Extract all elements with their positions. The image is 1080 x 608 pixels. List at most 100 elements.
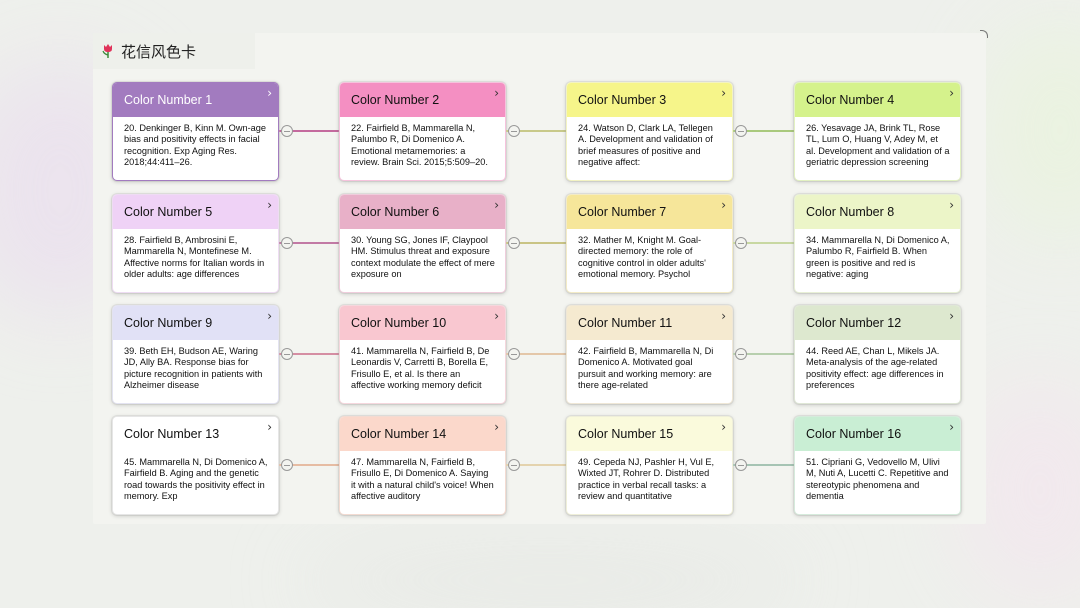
card-connector-line bbox=[506, 464, 566, 466]
color-card-reference: 28. Fairfield B, Ambrosini E, Mammarella… bbox=[124, 235, 265, 280]
color-card-title: Color Number 15 bbox=[578, 427, 674, 441]
color-card-header: Color Number 7 › bbox=[567, 195, 732, 229]
color-card-header: Color Number 5 › bbox=[113, 195, 278, 229]
color-card-reference: 20. Denkinger B, Kinn M. Own-age bias an… bbox=[124, 123, 266, 168]
color-card-reference: 34. Mammarella N, Di Domenico A, Palumbo… bbox=[806, 235, 950, 280]
card-connector-line bbox=[279, 130, 339, 132]
connector-node-icon bbox=[508, 459, 520, 471]
color-card[interactable]: Color Number 13›45. Mammarella N, Di Dom… bbox=[112, 416, 279, 515]
card-connector-line bbox=[733, 242, 794, 244]
color-card-title: Color Number 4 bbox=[806, 93, 895, 107]
color-card[interactable]: Color Number 7 › 32. Mather M, Knight M. G… bbox=[566, 194, 733, 293]
color-card-title: Color Number 9 bbox=[124, 316, 213, 330]
color-card[interactable]: Color Number 1 › 20. Denkinger B, Kinn M. … bbox=[112, 82, 279, 181]
color-card-header: Color Number 2› bbox=[340, 83, 505, 117]
color-card-title: Color Number 16 bbox=[806, 427, 902, 441]
color-card[interactable]: Color Number 11 › 42. Fairfield B, Mammare… bbox=[566, 305, 733, 404]
color-card-title: Color Number 14 bbox=[351, 427, 447, 441]
color-card-header: Color Number 15 › bbox=[567, 417, 732, 451]
color-card-reference: 32. Mather M, Knight M. Goal-directed me… bbox=[578, 235, 706, 280]
color-card-reference: 30. Young SG, Jones IF, Claypool HM. Sti… bbox=[351, 235, 495, 280]
color-card[interactable]: Color Number 12 › 44. Reed AE, Chan L, Mik… bbox=[794, 305, 961, 404]
color-card[interactable]: Color Number 14 › 47. Mammarella N, Fairfi… bbox=[339, 416, 506, 515]
card-connector-line bbox=[506, 242, 566, 244]
chevron-right-icon[interactable]: › bbox=[267, 86, 272, 100]
chevron-right-icon[interactable]: › bbox=[494, 198, 499, 212]
color-card[interactable]: Color Number 3 › 24. Watson D, Clark LA, T… bbox=[566, 82, 733, 181]
color-card-reference: 44. Reed AE, Chan L, Mikels JA. Meta-ana… bbox=[806, 346, 944, 391]
color-card-reference: 49. Cepeda NJ, Pashler H, Vul E, Wixted … bbox=[578, 457, 715, 502]
color-card-header: Color Number 6 › bbox=[340, 195, 505, 229]
color-card[interactable]: Color Number 16›51. Cipriani G, Vedovell… bbox=[794, 416, 961, 515]
color-card-title: Color Number 3 bbox=[578, 93, 667, 107]
color-card[interactable]: Color Number 5 › 28. Fairfield B, Ambrosin… bbox=[112, 194, 279, 293]
chevron-right-icon[interactable]: › bbox=[949, 309, 954, 323]
color-card-title: Color Number 12 bbox=[806, 316, 902, 330]
color-card-reference: 26. Yesavage JA, Brink TL, Rose TL, Lum … bbox=[806, 123, 950, 168]
color-card-header: Color Number 14 › bbox=[340, 417, 505, 451]
color-card-reference: 47. Mammarella N, Fairfield B, Frisullo … bbox=[351, 457, 494, 502]
color-card-reference: 42. Fairfield B, Mammarella N, Di Domeni… bbox=[578, 346, 714, 391]
chevron-right-icon[interactable]: › bbox=[721, 198, 726, 212]
card-connector-line bbox=[733, 464, 794, 466]
color-card-title: Color Number 11 bbox=[578, 316, 673, 330]
connector-node-icon bbox=[508, 125, 520, 137]
page-title-tab: 花信风色卡 bbox=[93, 33, 255, 69]
color-card-title: Color Number 13 bbox=[124, 427, 220, 441]
chevron-right-icon[interactable]: › bbox=[494, 420, 499, 434]
chevron-right-icon[interactable]: › bbox=[721, 309, 726, 323]
color-card[interactable]: Color Number 2› 22. Fairfield B, Mammarel… bbox=[339, 82, 506, 181]
color-card-header: Color Number 8 › bbox=[795, 195, 960, 229]
color-card-header: Color Number 13 › bbox=[113, 417, 278, 451]
color-card[interactable]: Color Number 6 › 30. Young SG, Jones IF, C… bbox=[339, 194, 506, 293]
color-card-title: Color Number 1 bbox=[124, 93, 213, 107]
chevron-right-icon[interactable]: › bbox=[949, 420, 954, 434]
color-card[interactable]: Color Number 15 › 49. Cepeda NJ, Pashler H… bbox=[566, 416, 733, 515]
connector-node-icon bbox=[281, 459, 293, 471]
color-card-title: Color Number 10 bbox=[351, 316, 447, 330]
chevron-right-icon[interactable]: › bbox=[267, 420, 272, 434]
chevron-right-icon[interactable]: › bbox=[721, 86, 726, 100]
color-card-reference: 22. Fairfield B, Mammarella N, Palumbo R… bbox=[351, 123, 488, 168]
corner-arrow-icon bbox=[980, 30, 988, 38]
chevron-right-icon[interactable]: › bbox=[267, 309, 272, 323]
connector-node-icon bbox=[508, 237, 520, 249]
color-card[interactable]: Color Number 10 › 41. Mammarella N, Fairfi… bbox=[339, 305, 506, 404]
connector-node-icon bbox=[735, 459, 747, 471]
color-card-title: Color Number 6 bbox=[351, 205, 440, 219]
color-card-reference: 39. Beth EH, Budson AE, Waring JD, Ally … bbox=[124, 346, 263, 391]
connector-node-icon bbox=[281, 348, 293, 360]
connector-node-icon bbox=[281, 125, 293, 137]
color-card-reference: 41. Mammarella N, Fairfield B, De Leonar… bbox=[351, 346, 490, 391]
chevron-right-icon[interactable]: › bbox=[949, 198, 954, 212]
card-connector-line bbox=[279, 242, 339, 244]
chevron-right-icon[interactable]: › bbox=[494, 86, 499, 100]
color-card[interactable]: Color Number 8 › 34. Mammarella N, Di Dome… bbox=[794, 194, 961, 293]
card-connector-line bbox=[733, 130, 794, 132]
color-card-header: Color Number 12 › bbox=[795, 306, 960, 340]
color-card-header: Color Number 9 › bbox=[113, 306, 278, 340]
card-connector-line bbox=[506, 353, 566, 355]
card-connector-line bbox=[506, 130, 566, 132]
connector-node-icon bbox=[735, 237, 747, 249]
color-card-title: Color Number 7 bbox=[578, 205, 667, 219]
color-card[interactable]: Color Number 4 › 26. Yesavage JA, Brink TL… bbox=[794, 82, 961, 181]
color-card-title: Color Number 5 bbox=[124, 205, 213, 219]
color-card-header: Color Number 10 › bbox=[340, 306, 505, 340]
chevron-right-icon[interactable]: › bbox=[721, 420, 726, 434]
color-card-header: Color Number 4 › bbox=[795, 83, 960, 117]
chevron-right-icon[interactable]: › bbox=[267, 198, 272, 212]
connector-node-icon bbox=[281, 237, 293, 249]
chevron-right-icon[interactable]: › bbox=[494, 309, 499, 323]
color-card-reference: 24. Watson D, Clark LA, Tellegen A. Deve… bbox=[578, 123, 713, 168]
color-card-title: Color Number 8 bbox=[806, 205, 895, 219]
connector-node-icon bbox=[508, 348, 520, 360]
color-card-header: Color Number 11 › bbox=[567, 306, 732, 340]
color-card-header: Color Number 3 › bbox=[567, 83, 732, 117]
connector-node-icon bbox=[735, 125, 747, 137]
card-connector-line bbox=[279, 353, 339, 355]
color-card[interactable]: Color Number 9 › 39. Beth EH, Budson AE, W… bbox=[112, 305, 279, 404]
connector-node-icon bbox=[735, 348, 747, 360]
card-connector-line bbox=[733, 353, 794, 355]
chevron-right-icon[interactable]: › bbox=[949, 86, 954, 100]
